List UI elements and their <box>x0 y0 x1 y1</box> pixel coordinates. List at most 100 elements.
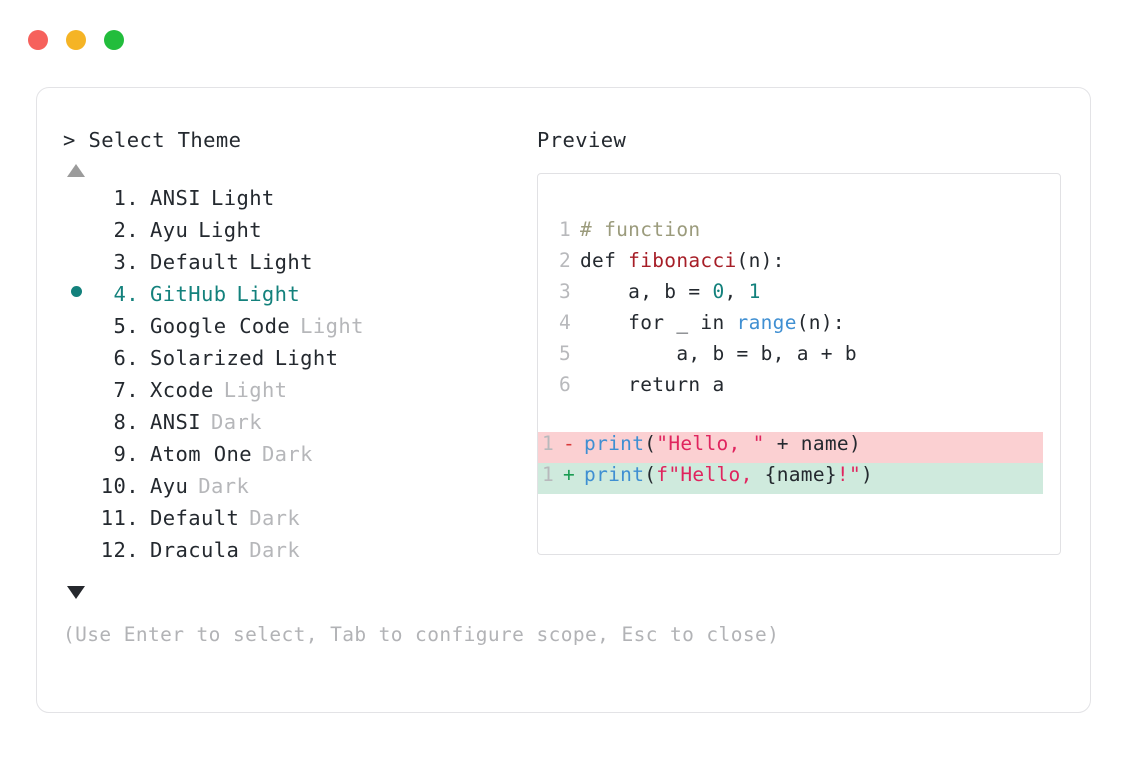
code-token: 1 <box>748 280 761 303</box>
theme-list-item[interactable]: 3. Default Light <box>63 250 533 282</box>
theme-item-name: GitHub <box>150 282 227 306</box>
line-number: 1 <box>558 218 571 241</box>
triangle-up-icon[interactable] <box>67 164 85 177</box>
theme-item-name: Default <box>150 250 240 274</box>
theme-item-name: Ayu <box>150 218 189 242</box>
theme-item-variant: Light <box>236 282 301 306</box>
code-token: print <box>584 432 645 455</box>
preview-title: Preview <box>537 128 627 152</box>
theme-item-index: 1. <box>113 186 139 210</box>
code-token: (n): <box>736 249 785 272</box>
theme-item-index: 7. <box>113 378 139 402</box>
theme-item-name: Google Code <box>150 314 291 338</box>
theme-item-name: Atom One <box>150 442 252 466</box>
code-token: fibonacci <box>628 249 737 272</box>
diff-minus-marker: - <box>563 432 576 455</box>
code-token: "Hello, " <box>656 432 765 455</box>
code-token: 0 <box>712 280 725 303</box>
theme-item-variant: Dark <box>261 442 313 466</box>
theme-list-item[interactable]: 4. GitHub Light <box>63 282 533 314</box>
code-line: 6 return a <box>538 373 1060 404</box>
code-token: f"Hello, <box>656 463 765 486</box>
code-token: a, b = b, a + b <box>580 342 857 365</box>
theme-item-index: 12. <box>100 538 139 562</box>
code-token: !" <box>836 463 862 486</box>
theme-item-name: ANSI <box>150 186 201 210</box>
code-token: print <box>584 463 645 486</box>
line-number: 2 <box>558 249 571 272</box>
theme-item-index: 4. <box>113 282 139 306</box>
theme-item-index: 8. <box>113 410 139 434</box>
theme-item-variant: Light <box>223 378 288 402</box>
theme-list-item[interactable]: 1. ANSI Light <box>63 186 533 218</box>
theme-item-name: Ayu <box>150 474 189 498</box>
code-token: ( <box>644 432 657 455</box>
theme-item-name: ANSI <box>150 410 201 434</box>
line-number: 1 <box>541 432 554 455</box>
code-token: ( <box>644 463 657 486</box>
theme-list-item[interactable]: 6. Solarized Light <box>63 346 533 378</box>
theme-item-variant: Light <box>274 346 339 370</box>
theme-item-variant: Dark <box>249 506 301 530</box>
theme-list-item[interactable]: 9. Atom One Dark <box>63 442 533 474</box>
triangle-down-icon[interactable] <box>67 586 85 599</box>
line-number: 5 <box>558 342 571 365</box>
theme-list-item[interactable]: 2. Ayu Light <box>63 218 533 250</box>
filled-circle-icon <box>71 286 82 297</box>
code-token: a, b = <box>580 280 713 303</box>
theme-item-index: 2. <box>113 218 139 242</box>
code-token: {name} <box>764 463 837 486</box>
theme-list-item[interactable]: 10. Ayu Dark <box>63 474 533 506</box>
code-token: (n): <box>796 311 845 334</box>
select-theme-prompt: > Select Theme <box>63 128 242 152</box>
selected-bullet <box>63 282 93 306</box>
code-token: ) <box>861 463 874 486</box>
theme-item-name: Default <box>150 506 240 530</box>
maximize-dot[interactable] <box>104 30 124 50</box>
theme-item-variant: Dark <box>249 538 301 562</box>
diff-added-line: 1 + print(f"Hello, {name}!") <box>538 463 1043 494</box>
line-number: 4 <box>558 311 571 334</box>
theme-item-variant: Light <box>300 314 364 338</box>
diff-code: print(f"Hello, {name}!") <box>584 463 873 486</box>
code-token: , <box>724 280 749 303</box>
diff-code: print("Hello, " + name) <box>584 432 861 455</box>
code-token: + name) <box>764 432 861 455</box>
theme-item-variant: Dark <box>198 474 250 498</box>
code-line: 3 a, b = 0, 1 <box>538 280 1060 311</box>
theme-item-index: 3. <box>113 250 139 274</box>
minimize-dot[interactable] <box>66 30 86 50</box>
theme-item-index: 5. <box>113 314 139 338</box>
code-spacer <box>538 404 1060 432</box>
theme-item-index: 10. <box>100 474 139 498</box>
code-token: def <box>580 249 629 272</box>
close-dot[interactable] <box>28 30 48 50</box>
theme-item-variant: Light <box>249 250 313 274</box>
theme-item-index: 9. <box>113 442 139 466</box>
line-number: 6 <box>558 373 571 396</box>
theme-item-name: Solarized <box>150 346 265 370</box>
theme-list-item[interactable]: 11. Default Dark <box>63 506 533 538</box>
theme-item-index: 11. <box>100 506 139 530</box>
code-token: for _ in <box>580 311 737 334</box>
theme-item-name: Xcode <box>150 378 214 402</box>
diff-plus-marker: + <box>563 463 576 486</box>
line-number: 1 <box>541 463 554 486</box>
theme-list-item[interactable]: 5. Google Code Light <box>63 314 533 346</box>
theme-item-name: Dracula <box>150 538 240 562</box>
theme-list-item[interactable]: 7. Xcode Light <box>63 378 533 410</box>
theme-item-index: 6. <box>113 346 139 370</box>
theme-item-variant: Light <box>198 218 262 242</box>
theme-list-item[interactable]: 12. Dracula Dark <box>63 538 533 570</box>
code-token: return a <box>580 373 725 396</box>
code-line: 5 a, b = b, a + b <box>538 342 1060 373</box>
theme-item-variant: Light <box>210 186 275 210</box>
code-line: 4 for _ in range(n): <box>538 311 1060 342</box>
